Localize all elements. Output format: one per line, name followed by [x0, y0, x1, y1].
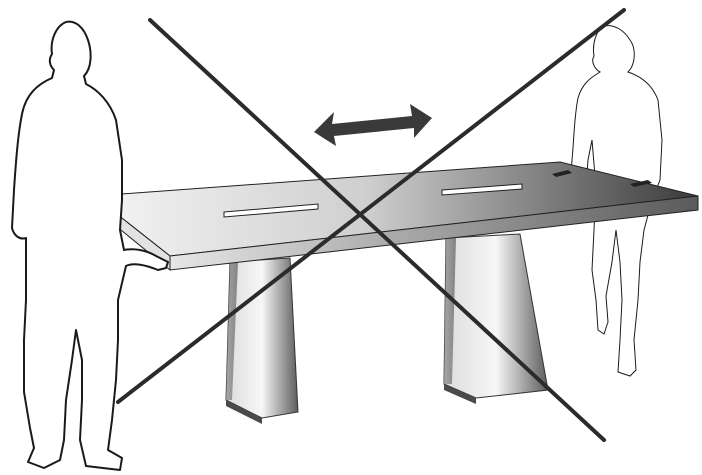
bracket-fitting — [552, 170, 572, 177]
cross-out-icon — [116, 8, 626, 442]
bracket-fitting — [630, 180, 652, 187]
person-left-figure — [11, 20, 169, 471]
pedestal-leg-left — [225, 257, 299, 424]
tabletop — [92, 161, 699, 272]
pedestal-leg-right — [443, 233, 549, 404]
cable-slot-left — [223, 203, 319, 218]
cable-slot-right — [441, 183, 523, 196]
double-headed-arrow-icon — [314, 104, 432, 146]
